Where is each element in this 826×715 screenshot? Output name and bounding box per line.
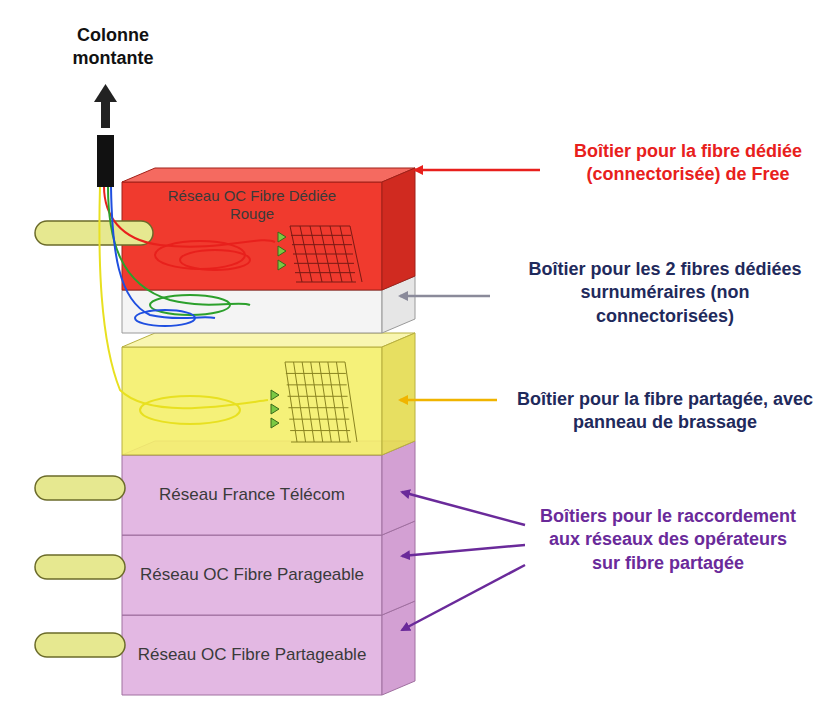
callout-text: Boîtier pour la fibre dédiée (connectori… [563,140,813,187]
box-face [122,615,382,695]
box-face [382,441,415,535]
junction-box: Réseau France Télécom [122,455,382,535]
connectors-triangles [271,232,286,428]
box-face [382,168,415,290]
box-label: Réseau OC Fibre Parageable [140,565,364,585]
box-face [122,347,382,455]
junction-box: Réseau OC Fibre Dédiée Rouge [122,182,382,290]
box-face [382,333,415,455]
box-face [122,333,415,347]
box-face [382,521,415,615]
box-face [122,182,382,290]
box-face [122,455,382,535]
junction-box: Réseau OC Fibre Partageable [122,615,382,695]
box-face [122,535,382,615]
riser-label: Colonne montante [48,24,178,71]
box-face [382,601,415,695]
callout-text: Boîtier pour la fibre partagée, avec pan… [515,388,815,435]
grommet [35,221,153,657]
box-label: Réseau OC Fibre Partageable [138,645,367,665]
riser-cable [94,84,117,187]
patch-panel [285,226,362,442]
box-face [122,168,415,182]
box-label: Réseau OC Fibre Dédiée Rouge [157,187,347,223]
junction-box: Réseau OC Fibre Parageable [122,535,382,615]
callout-text: Boîtier pour les 2 fibres dédiées surnum… [515,258,815,328]
box-label: Réseau France Télécom [159,485,345,505]
callout-text: Boîtiers pour le raccordement aux réseau… [533,505,803,575]
